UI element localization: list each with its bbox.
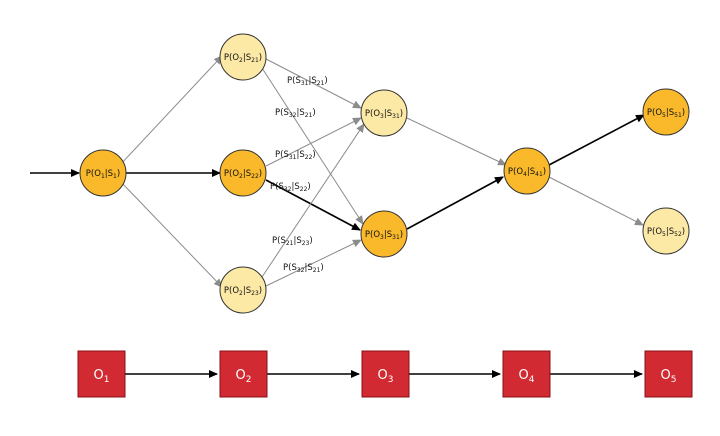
edge-o3s31b-to-o4s41 xyxy=(406,176,504,230)
node-o2-s21: P(O2|S21) xyxy=(219,33,267,81)
edge-label-s21-s23: P(S21|S23) xyxy=(272,236,313,247)
state-edges xyxy=(30,55,645,288)
node-o3-s31-lower: P(O3|S31) xyxy=(360,210,408,258)
edge-o4s41-to-o5s51 xyxy=(548,114,645,166)
node-circle xyxy=(360,210,408,258)
observation-box xyxy=(644,350,693,398)
observation-label: O1 xyxy=(94,368,110,385)
state-nodes: P(O1|S1) P(O2|S21) P(O2|S22) P(O2|S23) P… xyxy=(79,33,690,314)
observation-box xyxy=(361,350,410,398)
observation-o1: O1 xyxy=(77,350,126,398)
edge-label-s32-s22: P(S32|S22) xyxy=(270,182,311,193)
edge-label-s31-s21: P(S31|S21) xyxy=(287,76,328,87)
observation-o4: O4 xyxy=(502,350,551,398)
edge-o2s22-to-o3s31a xyxy=(265,117,362,167)
edge-o2s21-to-o3s31a xyxy=(265,58,362,109)
node-circle xyxy=(219,266,267,314)
node-label: P(O2|S22) xyxy=(224,169,262,180)
edge-o1s1-to-o2s23 xyxy=(119,180,223,288)
edge-label-s31-s22: P(S31|S22) xyxy=(275,150,316,161)
edge-o1s1-to-o2s21 xyxy=(119,55,223,166)
node-circle xyxy=(219,149,267,197)
observation-label: O5 xyxy=(661,368,677,385)
node-circle xyxy=(642,207,690,255)
node-o2-s22: P(O2|S22) xyxy=(219,149,267,197)
edge-labels: P(S31|S21) P(S32|S21) P(S31|S22) P(S32|S… xyxy=(270,76,328,274)
node-circle xyxy=(642,88,690,136)
node-circle xyxy=(79,149,127,197)
observation-o2: O2 xyxy=(219,350,268,398)
edge-o4s41-to-o5s52 xyxy=(548,176,644,226)
node-circle xyxy=(219,33,267,81)
node-label: P(O1|S1) xyxy=(86,169,120,180)
observation-o3: O3 xyxy=(361,350,410,398)
node-o5-s51: P(O5|S51) xyxy=(642,88,690,136)
observation-box xyxy=(502,350,551,398)
edge-label-s32-s21-bottom: P(S32|S21) xyxy=(283,263,324,274)
observation-box xyxy=(219,350,268,398)
node-label: P(O3|S31) xyxy=(365,109,403,120)
edge-o2s22-to-o3s31b xyxy=(265,179,361,231)
observation-sequence: O1 O2 O3 O4 O5 xyxy=(77,350,693,398)
edge-o2s23-to-o3s31b xyxy=(265,239,362,287)
edge-label-s32-s21-top: P(S32|S21) xyxy=(275,108,316,119)
observation-label: O3 xyxy=(378,368,394,385)
observation-label: O4 xyxy=(519,368,535,385)
edge-o2s23-to-o3s31a xyxy=(261,123,365,278)
node-label: P(O5|S52) xyxy=(647,227,685,238)
node-label: P(O2|S23) xyxy=(224,286,262,297)
edge-o2s21-to-o3s31b xyxy=(261,67,364,225)
node-circle xyxy=(503,147,551,195)
node-o3-s31-upper: P(O3|S31) xyxy=(360,89,408,137)
node-circle xyxy=(360,89,408,137)
observation-box xyxy=(77,350,126,398)
node-o5-s52: P(O5|S52) xyxy=(642,207,690,255)
observation-o5: O5 xyxy=(644,350,693,398)
node-o2-s23: P(O2|S23) xyxy=(219,266,267,314)
node-label: P(O5|S51) xyxy=(647,108,685,119)
node-o1-s1: P(O1|S1) xyxy=(79,149,127,197)
edge-o3s31a-to-o4s41 xyxy=(406,117,507,166)
observation-label: O2 xyxy=(236,368,252,385)
node-label: P(O4|S41) xyxy=(508,167,546,178)
node-label: P(O3|S31) xyxy=(365,230,403,241)
node-o4-s41: P(O4|S41) xyxy=(503,147,551,195)
node-label: P(O2|S21) xyxy=(224,53,262,64)
